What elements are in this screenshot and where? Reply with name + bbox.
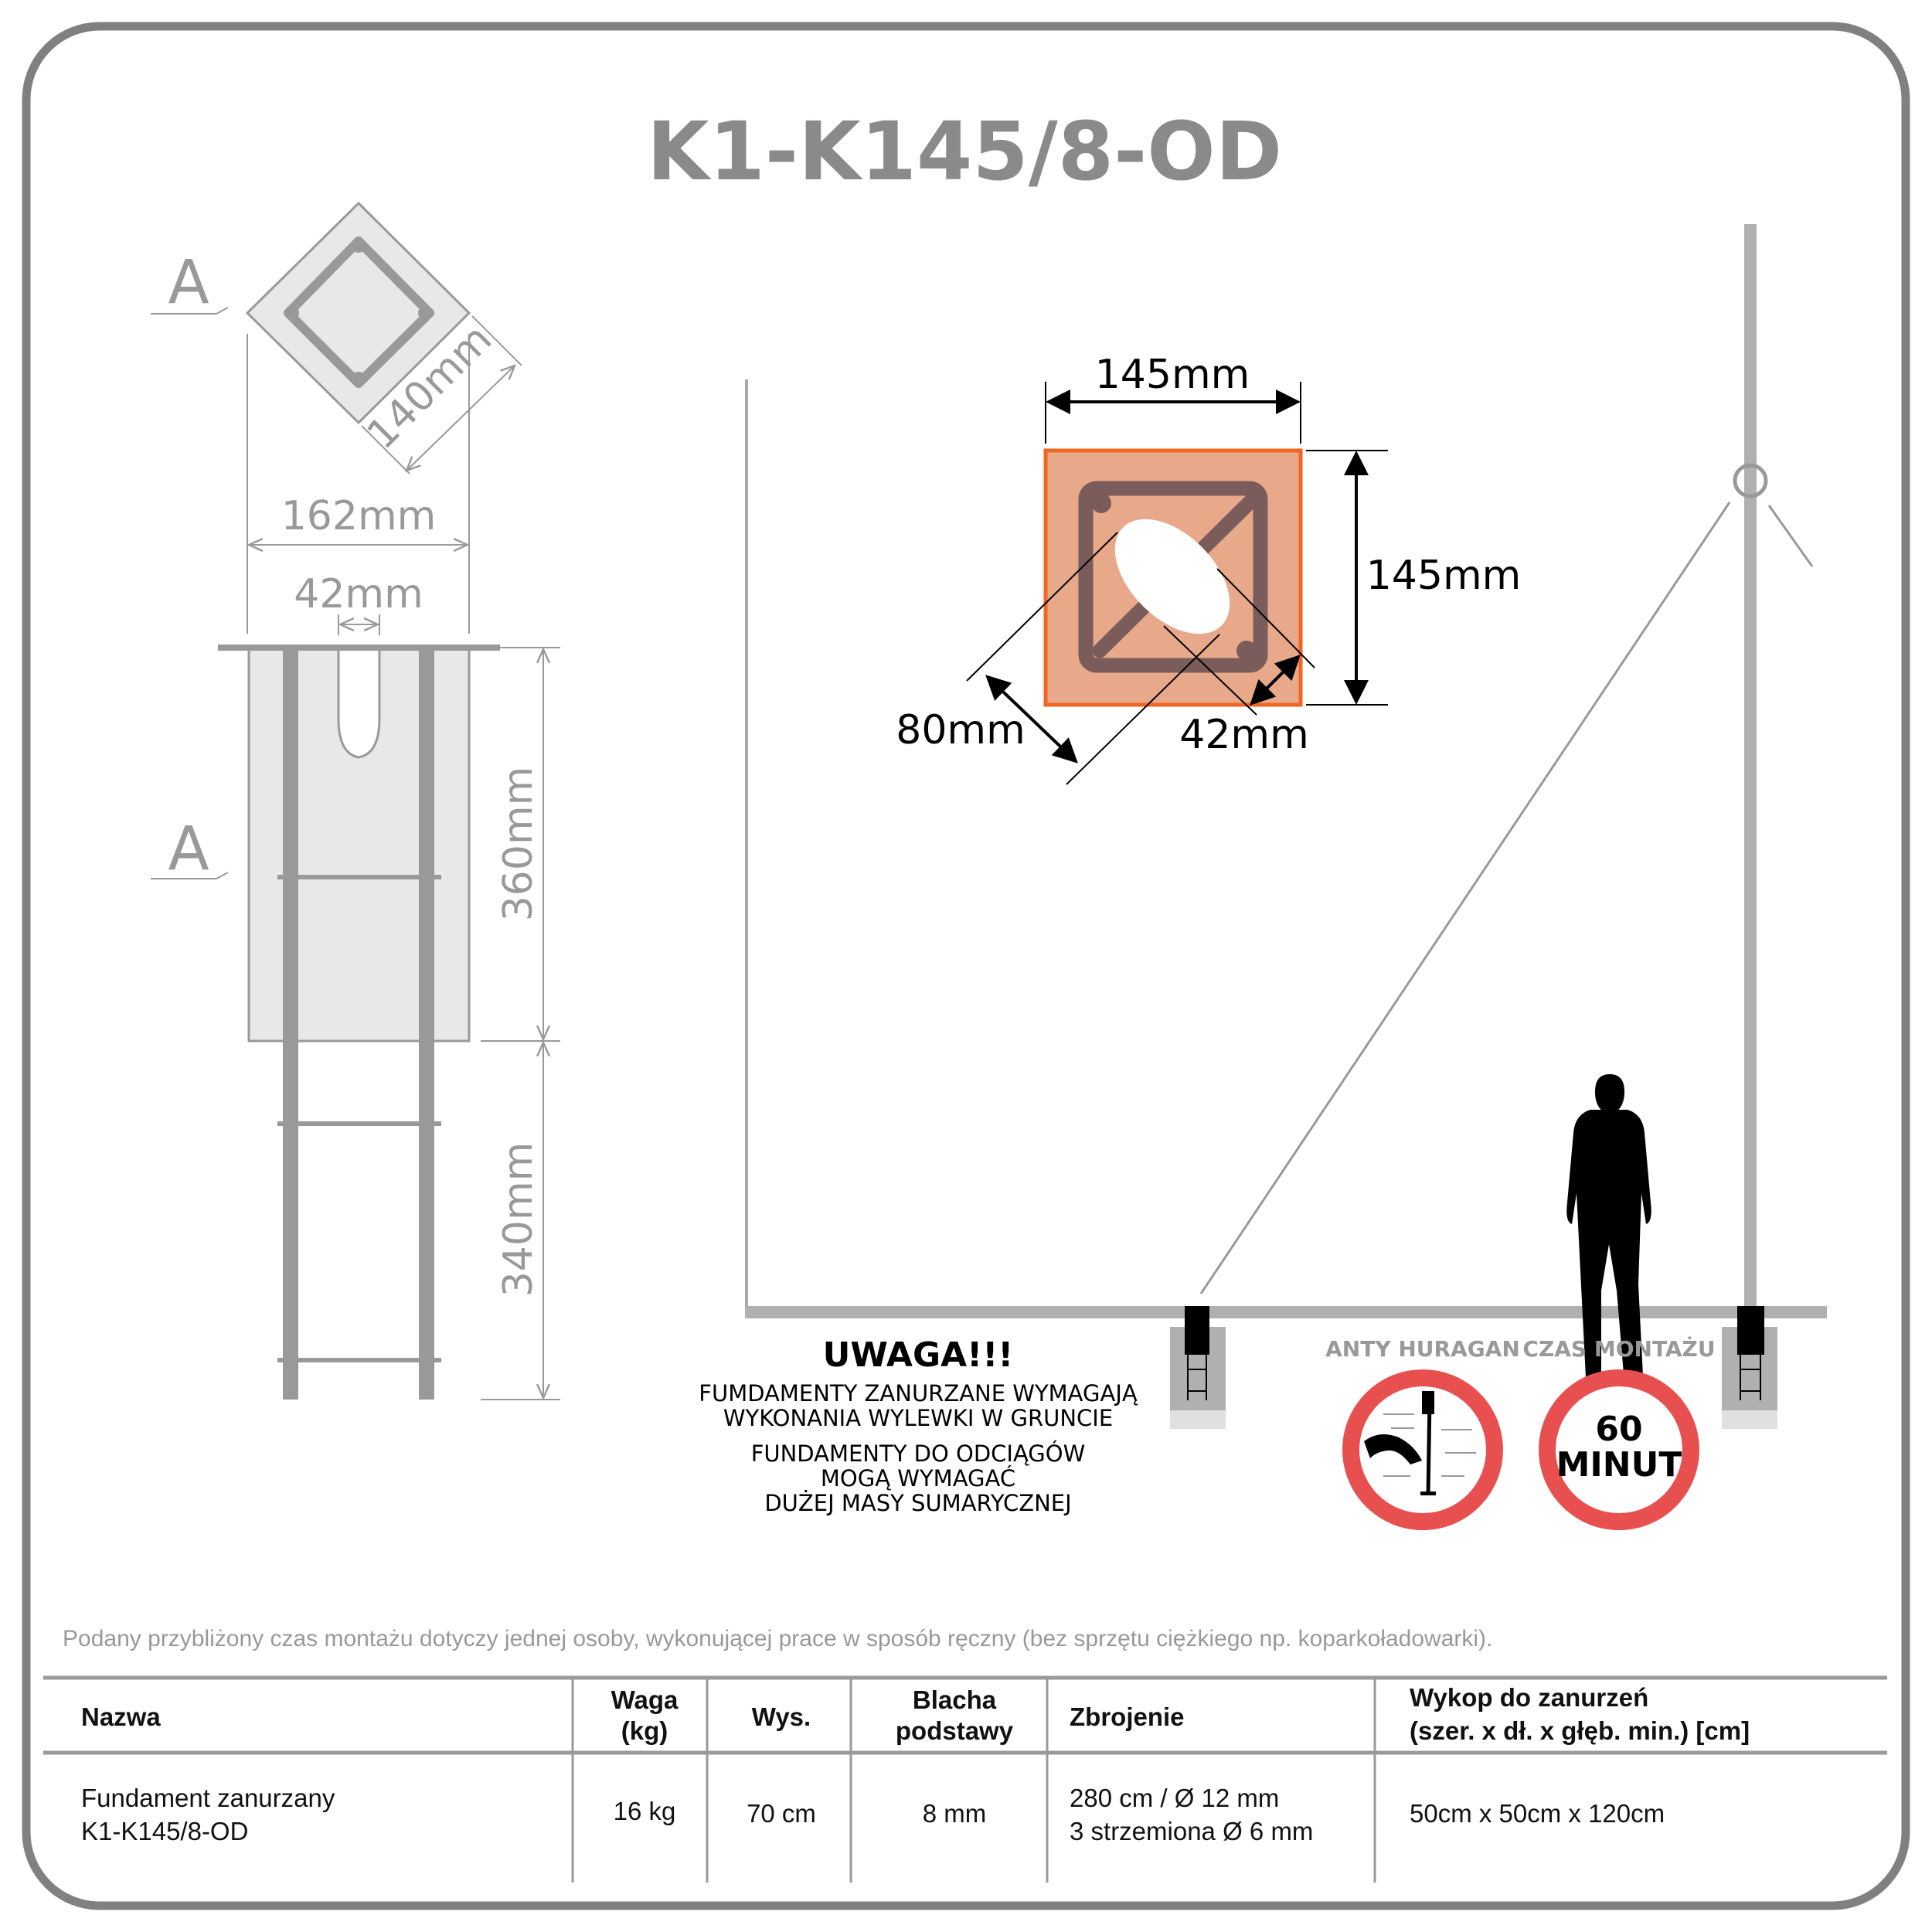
install-time-badge: CZAS MONTAŻU 60 MINUT bbox=[1522, 1335, 1716, 1530]
footnote: Podany przybliżony czas montażu dotyczy … bbox=[63, 1626, 1492, 1651]
header-plate: Blacha bbox=[913, 1685, 997, 1714]
header-dig: (szer. x dł. x głęb. min.) [cm] bbox=[1410, 1716, 1750, 1745]
dim-80mm: 80mm bbox=[896, 707, 1025, 753]
foundation-side-drawing: A A 140mm 162mm 42mm 360mm 340mm bbox=[151, 201, 560, 1400]
warning-heading: UWAGA!!! bbox=[823, 1335, 1014, 1375]
header-dig: Wykop do zanurzeń bbox=[1410, 1683, 1648, 1712]
install-time-value: 60 bbox=[1595, 1410, 1642, 1449]
badge-label: ANTY HURAGAN bbox=[1325, 1336, 1520, 1362]
header-name: Nazwa bbox=[81, 1702, 161, 1731]
dim-360mm: 360mm bbox=[495, 767, 542, 922]
warning-line: MOGĄ WYMAGAĆ bbox=[821, 1465, 1015, 1492]
page-title: K1-K145/8-OD bbox=[647, 104, 1282, 199]
dim-145mm-top: 145mm bbox=[1095, 352, 1250, 398]
header-weight: (kg) bbox=[621, 1716, 668, 1745]
cell-name: K1-K145/8-OD bbox=[81, 1817, 248, 1845]
dim-42mm-bar: 42mm bbox=[1179, 712, 1308, 758]
anti-hurricane-badge: ANTY HURAGAN bbox=[1325, 1336, 1520, 1530]
hurricane-lamp-icon bbox=[1364, 1391, 1476, 1496]
cell-rebar: 3 strzemiona Ø 6 mm bbox=[1070, 1817, 1313, 1845]
header-weight: Waga bbox=[611, 1685, 679, 1714]
cell-plate: 8 mm bbox=[923, 1799, 987, 1828]
warning-line: DUŻEJ MASY SUMARYCZNEJ bbox=[764, 1490, 1071, 1516]
cell-height: 70 cm bbox=[747, 1799, 816, 1828]
warning-block: UWAGA!!! FUMDAMENTY ZANURZANE WYMAGAJĄ W… bbox=[699, 1335, 1138, 1516]
warning-line: FUNDAMENTY DO ODCIĄGÓW bbox=[751, 1440, 1086, 1467]
dim-162mm: 162mm bbox=[281, 493, 437, 539]
cell-name: Fundament zanurzany bbox=[81, 1784, 335, 1812]
section-label-a-top: A bbox=[168, 248, 209, 318]
header-height: Wys. bbox=[752, 1702, 811, 1731]
install-time-unit: MINUT bbox=[1556, 1445, 1682, 1485]
section-label-a-bottom: A bbox=[168, 815, 209, 884]
cell-rebar: 280 cm / Ø 12 mm bbox=[1070, 1784, 1279, 1812]
cell-dig: 50cm x 50cm x 120cm bbox=[1410, 1799, 1665, 1828]
installation-scene bbox=[745, 224, 1827, 1429]
warning-line: WYKONANIA WYLEWKI W GRUNCIE bbox=[723, 1405, 1113, 1431]
person-silhouette bbox=[1566, 1074, 1651, 1383]
dim-42mm-slot: 42mm bbox=[294, 571, 423, 617]
badge-label: CZAS MONTAŻU bbox=[1522, 1335, 1715, 1362]
dim-340mm: 340mm bbox=[495, 1142, 542, 1298]
header-rebar: Zbrojenie bbox=[1070, 1702, 1185, 1731]
header-plate: podstawy bbox=[896, 1716, 1014, 1745]
cell-weight: 16 kg bbox=[614, 1797, 676, 1825]
mast bbox=[1744, 224, 1757, 1312]
base-plate-detail: 145mm 145mm 80mm 42mm bbox=[896, 352, 1522, 785]
dim-145mm-right: 145mm bbox=[1366, 553, 1522, 599]
spec-table: Nazwa Waga (kg) Wys. Blacha podstawy Zbr… bbox=[43, 1675, 1887, 1883]
warning-line: FUMDAMENTY ZANURZANE WYMAGAJĄ bbox=[699, 1380, 1138, 1406]
